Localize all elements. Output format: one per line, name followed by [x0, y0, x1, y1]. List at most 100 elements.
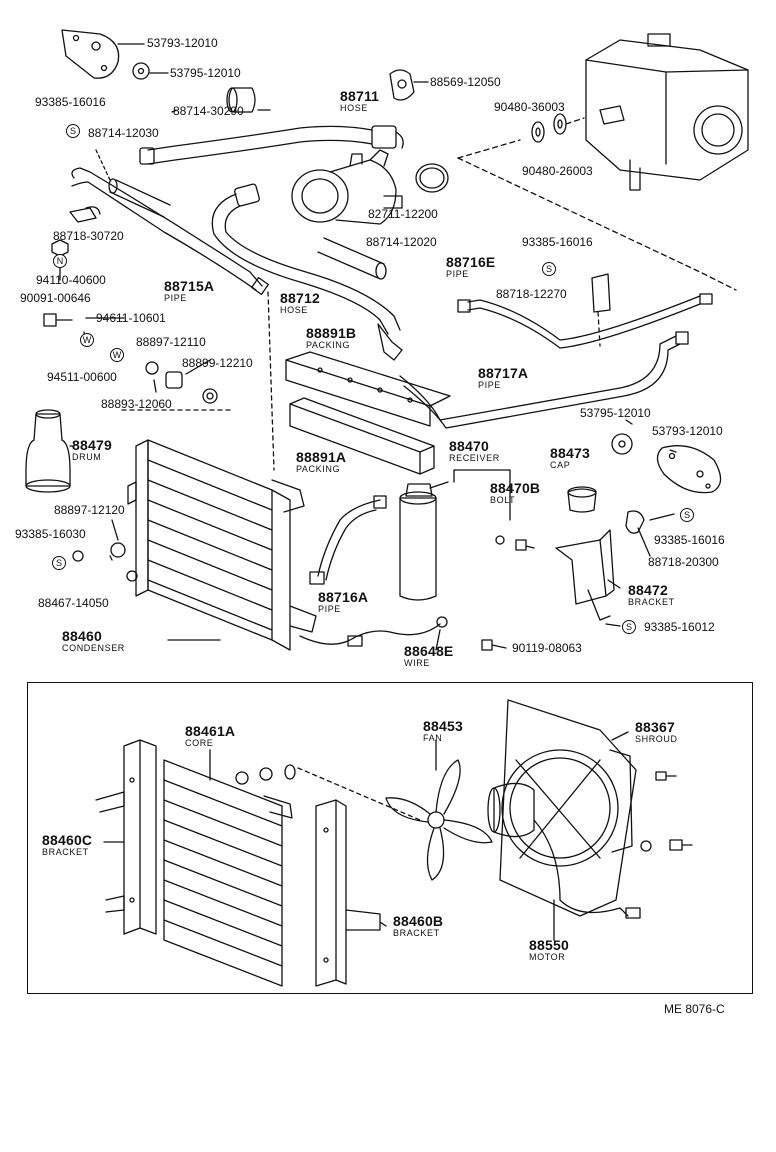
bracket-88460c: [95, 739, 157, 935]
symbol-s-1: S: [66, 124, 80, 138]
washer-53795: [132, 62, 150, 80]
label-88461a: 88461A: [185, 723, 236, 739]
label-packing-88891a: PACKING: [296, 464, 341, 474]
label-bracket-88460c: BRACKET: [42, 847, 89, 857]
label-93385-16016-c: 93385-16016: [654, 533, 725, 547]
symbol-s-5: S: [622, 620, 636, 634]
label-88893-12060: 88893-12060: [101, 397, 172, 411]
nuts-inset: [235, 764, 296, 785]
label-hose-88712: HOSE: [280, 305, 308, 315]
label-88470b: 88470B: [490, 480, 541, 496]
nut-94110: [51, 239, 69, 257]
label-88473: 88473: [550, 445, 590, 461]
label-88717a: 88717A: [478, 365, 529, 381]
label-88899-12210: 88899-12210: [182, 356, 253, 370]
condenser-88460: [127, 439, 317, 651]
shroud-88367: [499, 699, 637, 917]
diagram-code: ME 8076-C: [664, 1002, 725, 1016]
nut-88467: [72, 550, 84, 562]
label-53793-12010-right: 53793-12010: [652, 424, 723, 438]
washers-left: [145, 361, 218, 404]
core-88461a: [163, 759, 293, 987]
label-94611-10601: 94611-10601: [96, 311, 166, 325]
hose-88714-12030: [95, 149, 171, 218]
compressor: [291, 149, 403, 225]
label-90480-36003: 90480-36003: [494, 100, 565, 114]
band-clamp: [415, 163, 449, 193]
label-core: CORE: [185, 738, 214, 748]
bracket-88472: [555, 529, 615, 621]
symbol-s-2: S: [542, 262, 556, 276]
label-88550: 88550: [529, 937, 569, 953]
label-88479: 88479: [72, 437, 112, 453]
label-88460c: 88460C: [42, 832, 93, 848]
label-93385-16016-a: 93385-16016: [35, 95, 106, 109]
pipe-88716a: [309, 495, 387, 585]
hose-88712: [211, 183, 403, 361]
label-88470: 88470: [449, 438, 489, 454]
label-wire: WIRE: [404, 658, 430, 668]
label-53795-12010-right: 53795-12010: [580, 406, 651, 420]
label-88716a: 88716A: [318, 589, 369, 605]
label-53795-12010-top: 53795-12010: [170, 66, 241, 80]
label-condenser: CONDENSER: [62, 643, 125, 653]
label-90119-08063: 90119-08063: [512, 641, 582, 655]
clamp-88569: [389, 69, 429, 101]
grommets-90480: [531, 113, 567, 143]
label-hose-88711: HOSE: [340, 103, 368, 113]
clip-88718-20300: [625, 510, 645, 534]
label-90091-00646: 90091-00646: [20, 291, 91, 305]
label-88467-14050: 88467-14050: [38, 596, 109, 610]
label-88718-30720: 88718-30720: [53, 229, 124, 243]
label-cap: CAP: [550, 460, 571, 470]
label-bracket-88460b: BRACKET: [393, 928, 440, 938]
label-receiver: RECEIVER: [449, 453, 500, 463]
pipe-88716e: [457, 293, 713, 349]
label-88897-12120: 88897-12120: [54, 503, 125, 517]
label-88648e: 88648E: [404, 643, 454, 659]
bracket-plate-53793-right: [656, 445, 722, 494]
hose-88714-12020: [317, 237, 387, 280]
label-pipe-88716a: PIPE: [318, 604, 341, 614]
bracket-88460b: [315, 799, 381, 987]
screws-inset-right: [640, 771, 693, 852]
label-88714-12030: 88714-12030: [88, 126, 159, 140]
label-88716e: 88716E: [446, 254, 496, 270]
label-88712: 88712: [280, 290, 320, 306]
wire-88648e: [299, 616, 448, 647]
label-88714-12020: 88714-12020: [366, 235, 437, 249]
label-88891a: 88891A: [296, 449, 347, 465]
label-88367: 88367: [635, 719, 675, 735]
label-88711: 88711: [340, 88, 380, 104]
label-motor: MOTOR: [529, 952, 566, 962]
evaporator-unit: [585, 33, 749, 191]
bolt-90091: [43, 313, 73, 327]
clip-88718-12270: [591, 273, 611, 347]
packing-88891a: [289, 397, 435, 475]
label-pipe-88715a: PIPE: [164, 293, 187, 303]
bolt-88470b: [495, 535, 535, 551]
label-88569-12050: 88569-12050: [430, 75, 501, 89]
label-88718-20300: 88718-20300: [648, 555, 719, 569]
label-fan: FAN: [423, 733, 443, 743]
label-bracket-88472: BRACKET: [628, 597, 675, 607]
label-88714-30290: 88714-30290: [173, 104, 244, 118]
label-shroud: SHROUD: [635, 734, 678, 744]
symbol-s-4: S: [52, 556, 66, 570]
label-82711-12200: 82711-12200: [368, 207, 438, 221]
fan-88453: [385, 759, 493, 881]
label-88718-12270: 88718-12270: [496, 287, 567, 301]
drum-88479: [25, 409, 71, 493]
washer-53795-right: [611, 433, 633, 455]
symbol-s-3: S: [680, 508, 694, 522]
label-88715a: 88715A: [164, 278, 215, 294]
label-94511-00600: 94511-00600: [47, 370, 117, 384]
label-94110-40600: 94110-40600: [36, 273, 106, 287]
label-88460: 88460: [62, 628, 102, 644]
label-93385-16016-b: 93385-16016: [522, 235, 593, 249]
label-93385-16012: 93385-16012: [644, 620, 715, 634]
clip-88718-30720: [69, 206, 101, 223]
label-88453: 88453: [423, 718, 463, 734]
label-pipe-88716e: PIPE: [446, 269, 469, 279]
